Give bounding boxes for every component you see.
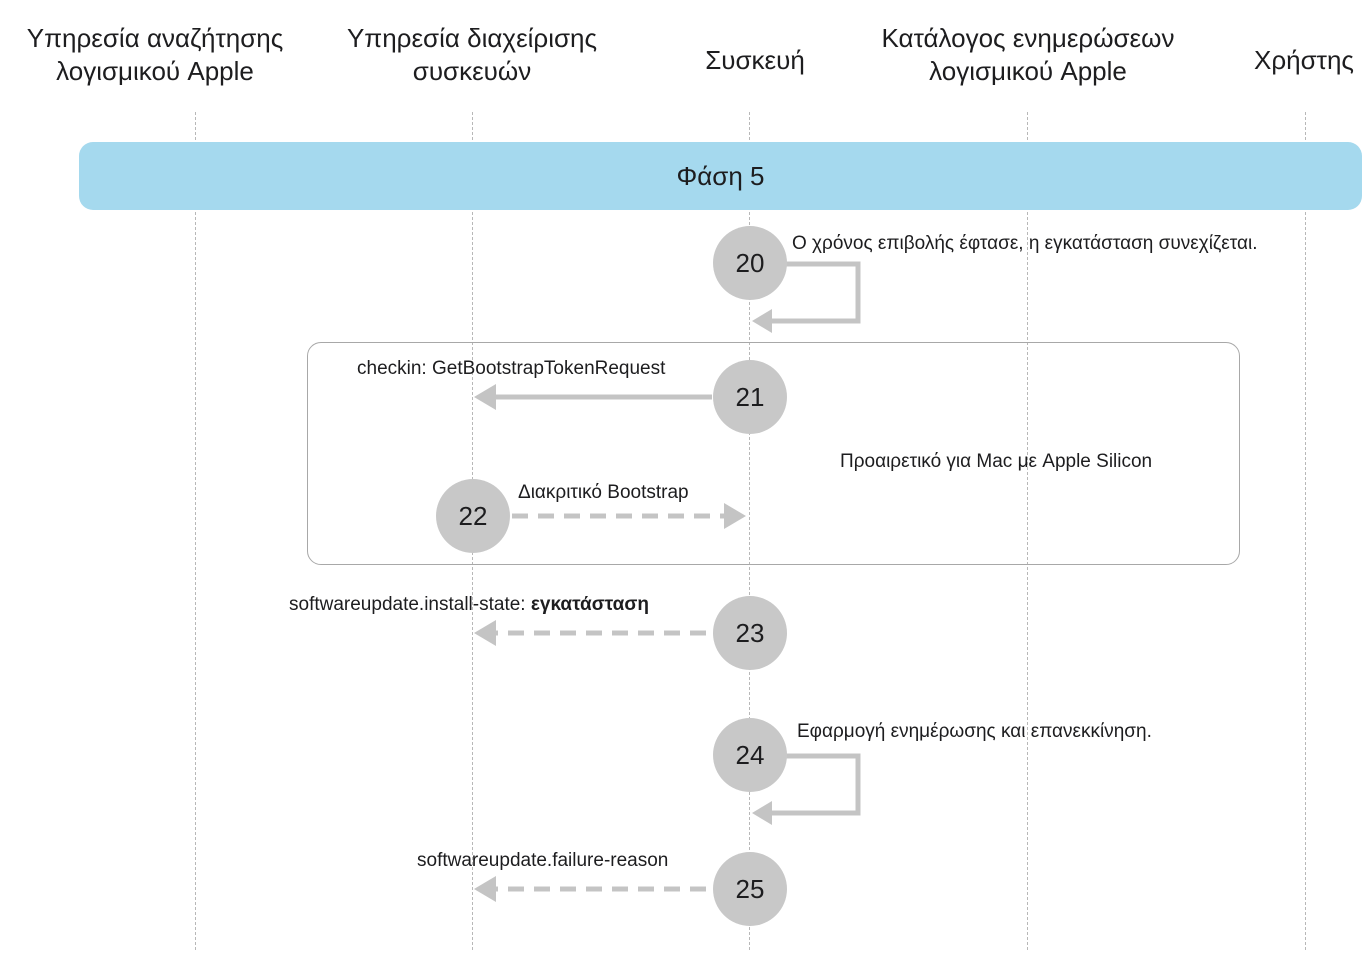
arrowhead-22 — [724, 503, 746, 529]
phase-banner: Φάση 5 — [79, 142, 1362, 210]
step-number: 24 — [735, 739, 765, 770]
lane-header-update-catalog: Κατάλογος ενημερώσεων λογισμικού Apple — [881, 23, 1175, 86]
step-20-label: Ο χρόνος επιβολής έφτασε, η εγκατάσταση … — [792, 233, 1258, 254]
step-number: 23 — [735, 617, 765, 648]
lifeline-user — [1305, 112, 1306, 950]
lane-header-device-management: Υπηρεσία διαχείρισης συσκευών — [346, 23, 598, 86]
lifeline-update-catalog — [1027, 112, 1028, 950]
phase-label: Φάση 5 — [676, 160, 765, 191]
step-24-label: Εφαρμογή ενημέρωσης και επανεκκίνηση. — [797, 721, 1152, 742]
lane-header-user: Χρήστης — [1254, 45, 1354, 75]
optional-group-box — [307, 342, 1240, 565]
arrowhead-23 — [474, 620, 496, 646]
arrowhead-21 — [474, 384, 496, 410]
step-25-label: softwareupdate.failure-reason — [417, 850, 669, 871]
step-21: 21 — [713, 360, 787, 434]
self-loop-arrow-24 — [766, 753, 861, 816]
optional-group-label: Προαιρετικό για Mac με Apple Silicon — [840, 451, 1153, 472]
step-20: 20 — [713, 226, 787, 300]
step-23-label-state: εγκατάσταση — [530, 594, 649, 615]
lifeline-software-lookup — [195, 112, 196, 950]
lifeline-device — [749, 112, 750, 950]
step-22: 22 — [436, 479, 510, 553]
step-number: 20 — [735, 247, 765, 278]
step-23-label: softwareupdate.install-state: εγκατάστασ… — [289, 594, 649, 616]
arrowhead-25 — [474, 876, 496, 902]
step-23-label-text: softwareupdate.install-state: — [289, 594, 531, 615]
step-22-label: Διακριτικό Bootstrap — [518, 482, 689, 503]
self-loop-arrowhead-24 — [752, 801, 772, 825]
step-21-label: checkin: GetBootstrapTokenRequest — [357, 358, 666, 379]
self-loop-arrow-20 — [766, 261, 861, 324]
step-number: 22 — [458, 500, 488, 531]
lane-header-software-lookup: Υπηρεσία αναζήτησης λογισμικού Apple — [26, 23, 284, 86]
self-loop-arrowhead-20 — [752, 309, 772, 333]
step-number: 21 — [735, 381, 765, 412]
step-number: 25 — [735, 873, 765, 904]
lane-header-device: Συσκευή — [705, 45, 805, 75]
step-25: 25 — [713, 852, 787, 926]
step-24: 24 — [713, 718, 787, 792]
step-23: 23 — [713, 596, 787, 670]
